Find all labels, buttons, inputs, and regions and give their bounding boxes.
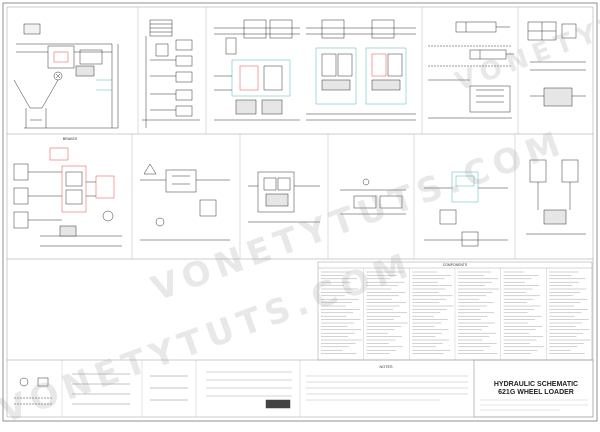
panel-title-p7: BRAKES	[63, 137, 78, 141]
ride-control-circuit	[248, 171, 320, 223]
optional-circuit-mid-3	[526, 159, 586, 235]
title-line-1: HYDRAULIC SCHEMATIC	[493, 381, 579, 388]
brake-circuit	[13, 147, 122, 247]
title-block-frame	[473, 359, 594, 418]
title-block-fine-print	[480, 399, 588, 411]
components-columns	[321, 268, 591, 360]
notes-lines	[306, 375, 468, 401]
components-table-header: COMPONENTS	[443, 263, 468, 267]
optional-circuit-mid-1	[340, 178, 406, 215]
optional-circuit-mid-2	[424, 171, 508, 247]
bucket-valve-circuit	[306, 19, 416, 121]
pilot-valve-circuit	[142, 19, 200, 128]
pump-tank-circuit	[13, 23, 119, 129]
title-block-title: HYDRAULIC SCHEMATIC 621G WHEEL LOADER	[478, 381, 594, 397]
steering-circuit	[140, 163, 230, 241]
symbol-legend	[14, 371, 292, 409]
notes-header: NOTES	[379, 365, 393, 369]
optional-circuit-top	[527, 21, 586, 107]
title-line-2: 621G WHEEL LOADER	[498, 389, 574, 396]
sheet-border-outer	[2, 2, 598, 422]
cylinder-circuit	[428, 21, 514, 119]
boom-valve-circuit	[214, 19, 300, 121]
